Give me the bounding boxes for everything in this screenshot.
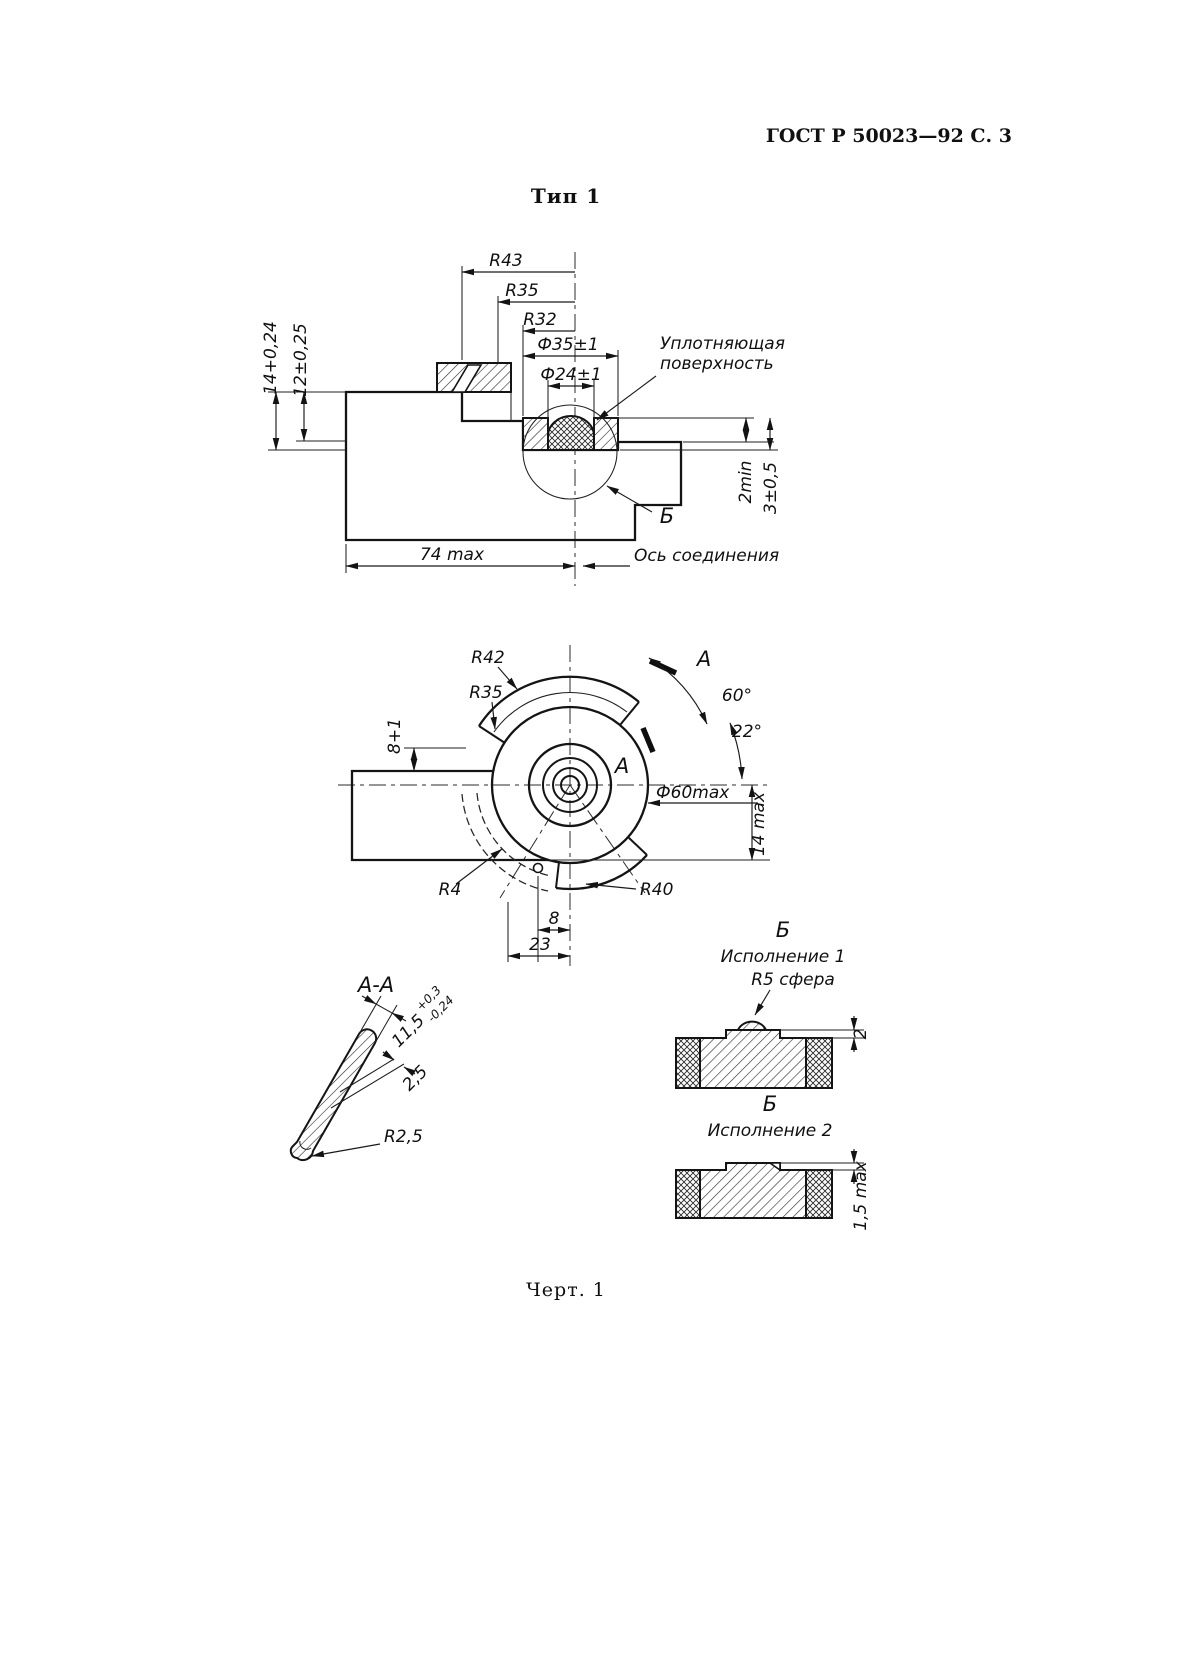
dim-r40-label: R40 (640, 880, 673, 900)
seat-wall-right (593, 417, 619, 451)
swung-position-arc-outer (461, 793, 549, 892)
body-outline (344, 390, 683, 542)
dim-r32-label: R32 (523, 310, 556, 330)
dim-23-label: 23 (529, 935, 551, 955)
detail1-seal-left (675, 1037, 701, 1089)
detail2-body (699, 1162, 807, 1219)
section-cut-mark-22 (640, 726, 656, 754)
detail1-body (699, 1029, 807, 1089)
dim-d60max-label: Ф60max (656, 783, 730, 803)
sealing-surface-label-2: поверхность (660, 354, 774, 374)
detail-b-ref-label: Б (660, 504, 674, 528)
dim-2min-label: 2min (736, 461, 756, 504)
tail-outline (350, 769, 549, 862)
swung-position-arc-inner (476, 792, 552, 877)
detail1-dim-2-label: 2 (851, 1029, 871, 1040)
figure-type-title: Тип 1 (531, 184, 601, 208)
detail1-title: Б (776, 918, 790, 942)
dim-3-label: 3±0,5 (761, 462, 781, 514)
detail-b-variant-2: Б Исполнение 2 1,5 max (675, 1092, 871, 1231)
dim-12-label: 12±0,25 (291, 323, 311, 397)
dim-60deg-label: 60° (722, 686, 752, 706)
sealing-surface-leader (596, 375, 657, 421)
detail1-r5-leader (754, 989, 771, 1016)
section-letter-a-mid: А (613, 754, 629, 778)
detail1-variant: Исполнение 1 (721, 947, 846, 967)
plan-view: А А 60° 22° R42 R35 8+1 Ф60max 14 max R4… (338, 645, 770, 966)
detail-b-variant-1: Б Исполнение 1 R5 сфера 2 (675, 918, 871, 1089)
axis-label: Ось соединения (634, 546, 779, 566)
detail2-title: Б (763, 1092, 777, 1116)
sealing-insert (547, 415, 595, 451)
lug-arc (555, 854, 648, 891)
flange-slot (450, 364, 483, 393)
dim-r35-plan-label: R35 (469, 683, 502, 703)
dim-r35-label: R35 (505, 281, 538, 301)
section-aa-title: А-А (356, 973, 394, 997)
dim-11-5-label: 11,5 (388, 1011, 429, 1052)
section-letter-a-top: А (695, 647, 711, 671)
flange-sector-arc (478, 675, 640, 727)
detail2-seal-right (805, 1169, 833, 1219)
locating-hole (532, 862, 544, 874)
dim-14max-label: 14 max (749, 791, 769, 856)
dim-r2-5-label: R2,5 (384, 1127, 423, 1147)
section-view: R43 R35 R32 Ф35±1 Ф24±1 14+0,24 12±0,25 … (261, 251, 785, 586)
dim-r43-label: R43 (489, 251, 522, 271)
dim-d24-label: Ф24±1 (540, 365, 601, 385)
page-header: ГОСТ Р 50023—92 С. 3 (766, 125, 1012, 147)
detail1-sphere-dome (736, 1020, 768, 1031)
detail2-seal-left (675, 1169, 701, 1219)
dim-14-label: 14+0,24 (261, 321, 281, 395)
detail2-variant: Исполнение 2 (708, 1121, 833, 1141)
dim-22deg-label: 22° (732, 722, 762, 742)
dim-8-label: 8 (549, 909, 560, 929)
dim-r42-label: R42 (471, 648, 504, 668)
figure-caption: Черт. 1 (526, 1279, 606, 1301)
dim-74max-label: 74 max (420, 545, 485, 565)
outer-body-circle (490, 705, 650, 865)
ring-section-profile (289, 1028, 378, 1162)
sealing-surface-label-1: Уплотняющая (660, 334, 785, 354)
dim-r4-label: R4 (439, 880, 462, 900)
detail2-dim-15max-label: 1,5 max (851, 1160, 871, 1230)
detail1-seal-right (805, 1037, 833, 1089)
detail1-r5-label: R5 сфера (751, 970, 835, 990)
detail-b-boundary-circle (522, 404, 618, 500)
section-a-a: А-А 11,5 +0,3 -0,24 2,5 R2,5 (289, 973, 457, 1162)
dim-8plus1-label: 8+1 (385, 718, 405, 754)
dim-2-5-label: 2,5 (399, 1062, 432, 1095)
detail2-chamfer (767, 1162, 781, 1172)
dim-d35-label: Ф35±1 (537, 335, 598, 355)
detail-b-leader (606, 485, 653, 513)
